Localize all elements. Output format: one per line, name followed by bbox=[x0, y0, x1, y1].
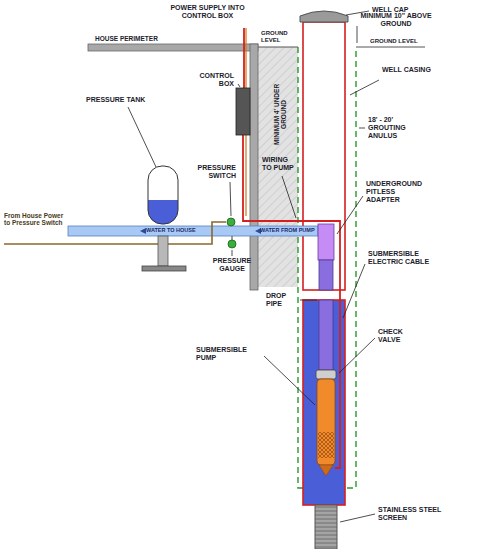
part-label: WELL CASING bbox=[382, 66, 432, 74]
part-label: WATER TO HOUSE bbox=[146, 227, 196, 233]
leader-line bbox=[238, 84, 240, 87]
well-cap bbox=[300, 11, 348, 22]
part-label: CHECK VALVE bbox=[378, 328, 420, 344]
well-casing bbox=[303, 22, 345, 290]
electric-wiring bbox=[245, 135, 246, 216]
part-label: MINIMUM 10" ABOVE GROUND bbox=[360, 12, 432, 28]
submersible-pump bbox=[319, 465, 333, 476]
pressure-tank bbox=[142, 166, 186, 271]
part-label: PRESSURE TANK bbox=[86, 96, 166, 104]
electric-wiring bbox=[243, 135, 340, 468]
submersible-pump bbox=[318, 432, 334, 458]
leader-line bbox=[230, 182, 231, 216]
part-label: PRESSURE GAUGE bbox=[206, 257, 258, 273]
ground bbox=[356, 47, 425, 48]
submersible-pump bbox=[317, 379, 335, 465]
electric-wiring bbox=[243, 28, 245, 88]
leader-line bbox=[350, 80, 379, 95]
pressure-tank bbox=[148, 166, 178, 224]
part-label: UNDERGROUND PITLESS ADAPTER bbox=[366, 180, 430, 204]
pressure-tank bbox=[148, 166, 178, 224]
submersible-pump bbox=[317, 379, 335, 476]
screen bbox=[315, 505, 337, 549]
part-label: From House Power to Pressure Switch bbox=[4, 212, 70, 227]
part-label: 18' - 20' GROUTING ANULUS bbox=[368, 116, 430, 140]
pressure-gauge bbox=[232, 236, 233, 240]
check-valve bbox=[316, 370, 336, 379]
part-label: CONTROL BOX bbox=[190, 72, 234, 88]
leader-line bbox=[340, 514, 375, 522]
house-wall bbox=[250, 44, 258, 290]
water-pipe bbox=[140, 228, 146, 234]
pressure-switch bbox=[227, 218, 235, 226]
part-label: WIRING TO PUMP bbox=[262, 156, 298, 172]
ground bbox=[258, 47, 298, 287]
water-pipe bbox=[68, 226, 318, 236]
pressure-tank bbox=[158, 236, 168, 266]
part-label: MINIMUM 4' UNDER GROUND bbox=[273, 82, 288, 146]
part-label: HOUSE PERIMETER bbox=[95, 35, 195, 42]
water-pipe bbox=[68, 226, 318, 236]
part-label: GROUND LEVEL bbox=[261, 30, 297, 44]
well-cap bbox=[300, 11, 348, 22]
leader-line bbox=[337, 196, 363, 234]
leader-line bbox=[339, 338, 375, 373]
leader-line bbox=[343, 264, 365, 318]
well-casing bbox=[303, 22, 345, 505]
part-label: SUBMERSIBLE ELECTRIC CABLE bbox=[368, 250, 430, 266]
pressure-gauge bbox=[228, 236, 236, 248]
control-box bbox=[236, 88, 250, 135]
pressure-tank bbox=[142, 266, 186, 271]
electric-wiring bbox=[243, 28, 340, 468]
leader-line bbox=[128, 11, 379, 522]
leader-line bbox=[300, 300, 317, 301]
drop-pipe bbox=[319, 260, 333, 290]
part-label: PRESSURE SWITCH bbox=[194, 164, 236, 180]
leader-line bbox=[264, 356, 315, 405]
pressure-switch bbox=[227, 218, 235, 226]
pitless-adapter bbox=[318, 224, 334, 260]
screen bbox=[315, 505, 337, 549]
leader-line bbox=[128, 107, 156, 167]
leader-line bbox=[357, 26, 358, 43]
drop-pipe bbox=[319, 300, 333, 370]
leader-line bbox=[359, 128, 365, 129]
part-label: SUBMERSIBLE PUMP bbox=[196, 346, 262, 362]
leader-line bbox=[282, 176, 296, 218]
pressure-gauge bbox=[228, 240, 236, 248]
part-label: STAINLESS STEEL SCREEN bbox=[378, 506, 450, 522]
part-label: DROP PIPE bbox=[266, 292, 298, 308]
part-label: GROUND LEVEL bbox=[370, 38, 440, 45]
part-label: WATER FROM PUMP bbox=[260, 227, 315, 233]
house-wall bbox=[88, 44, 258, 290]
well-casing bbox=[303, 300, 345, 505]
ground bbox=[258, 47, 298, 48]
house-wall bbox=[88, 44, 258, 51]
pitless-adapter bbox=[318, 224, 334, 260]
leader-line bbox=[232, 250, 233, 256]
drop-pipe bbox=[319, 260, 333, 370]
electric-wiring bbox=[245, 28, 246, 88]
part-label: POWER SUPPLY INTO CONTROL BOX bbox=[160, 4, 255, 20]
control-box bbox=[236, 88, 250, 135]
check-valve bbox=[316, 370, 336, 379]
